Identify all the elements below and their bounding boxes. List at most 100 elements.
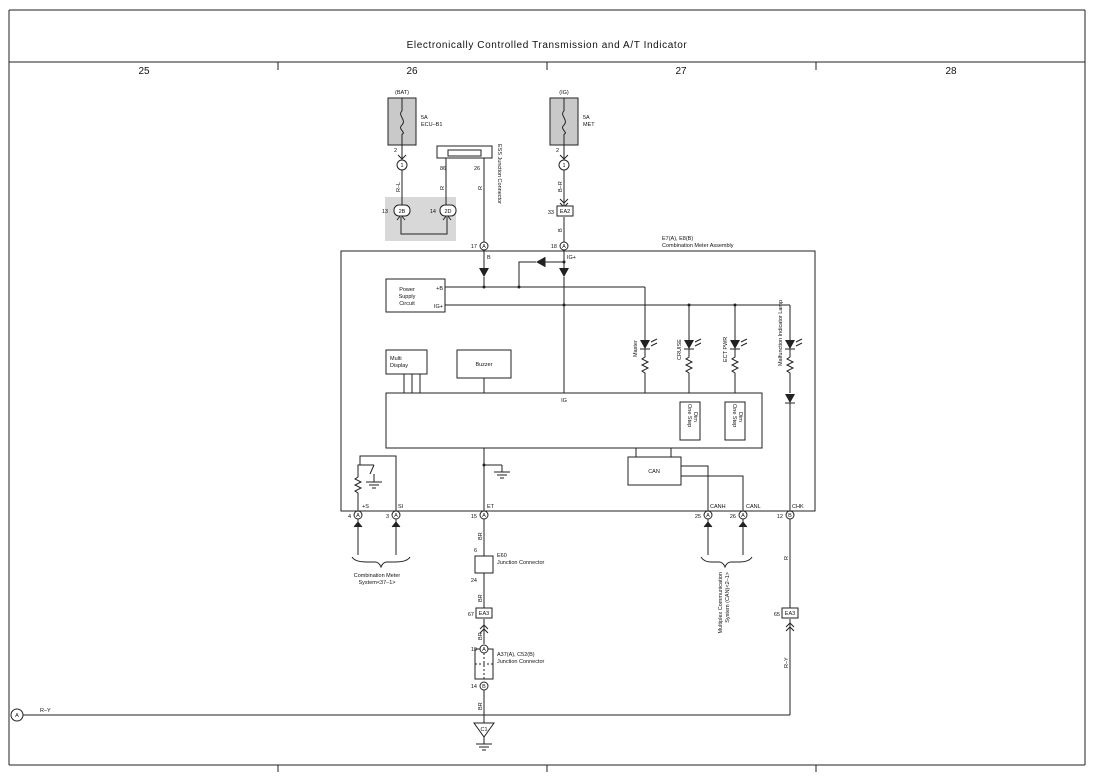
svg-text:IG: IG (561, 398, 567, 404)
wire-label-br4: BR (478, 702, 484, 710)
svg-text:ECU–B1: ECU–B1 (421, 122, 442, 128)
svg-text:14: 14 (430, 209, 436, 215)
svg-text:5A: 5A (583, 115, 590, 121)
svg-text:14: 14 (471, 684, 477, 690)
junction-a37-pin-14: 14 B (471, 681, 489, 691)
svg-text:A: A (482, 647, 486, 653)
svg-text:1: 1 (562, 163, 565, 169)
connector-ea3-right: 65 EA3 (774, 607, 799, 619)
svg-text:5A: 5A (421, 115, 428, 121)
one-step-dim-1: One Step Dim (679, 401, 701, 441)
svg-text:Supply: Supply (399, 294, 416, 300)
svg-text:MET: MET (583, 122, 595, 128)
svg-text:EA3: EA3 (785, 611, 795, 617)
meter-pin-26: 26 A (730, 510, 748, 520)
svg-text:4: 4 (348, 514, 351, 520)
power-supply-circuit: Power Supply Circuit +B IG+ (385, 278, 446, 313)
svg-text:2: 2 (556, 148, 559, 154)
left-reference-a: A R–Y (10, 708, 51, 722)
svg-text:2D: 2D (444, 209, 451, 215)
svg-text:+B: +B (436, 286, 443, 292)
svg-text:26: 26 (730, 514, 736, 520)
svg-text:R–Y: R–Y (40, 708, 51, 714)
svg-text:2: 2 (394, 148, 397, 154)
wire-label-b1: B (558, 228, 564, 232)
ess-junction-connector: 86 26 ESS Junction Connector (436, 144, 502, 204)
connector-2b: 13 2B (382, 204, 411, 217)
meter-pin-4: 4 A (348, 510, 363, 520)
wire-label-r3: R (784, 556, 790, 560)
svg-text:2B: 2B (399, 209, 406, 215)
led-master-label: Master (633, 340, 639, 357)
one-step-dim-2: One Step Dim (724, 401, 746, 441)
svg-text:3: 3 (386, 514, 389, 520)
term-canh: CANH (710, 504, 726, 510)
lower-wiring (23, 519, 795, 723)
term-chk: CHK (792, 504, 804, 510)
svg-text:Dim: Dim (692, 412, 698, 422)
combination-meter-assembly (340, 250, 816, 512)
svg-text:A: A (562, 244, 566, 250)
svg-text:C1: C1 (480, 727, 487, 733)
connector-ea2: 33 EA2 (548, 198, 574, 217)
led-ect-pwr-label: ECT PWR (723, 337, 729, 362)
svg-text:67: 67 (468, 612, 474, 618)
svg-text:Power: Power (399, 287, 415, 293)
wire-label-r2: R (478, 186, 484, 190)
led-mil-label: Malfunction Indicator Lamp (778, 300, 784, 366)
svg-text:A: A (394, 513, 398, 519)
fuse-met: (IG) 5A MET 2 1 (549, 90, 595, 171)
column-25: 25 (138, 66, 150, 77)
meter-internal-wiring (353, 250, 803, 511)
svg-text:Buzzer: Buzzer (475, 362, 492, 368)
meter-pin-b-label: B (487, 255, 491, 261)
wire-label-br-upper: B–R (558, 181, 564, 192)
column-28: 28 (945, 66, 957, 77)
svg-text:A: A (741, 513, 745, 519)
column-26: 26 (406, 66, 418, 77)
svg-text:65: 65 (774, 612, 780, 618)
meter-pin-3: 3 A (386, 510, 401, 520)
svg-text:IG+: IG+ (434, 304, 443, 310)
svg-text:A: A (15, 713, 19, 719)
can-block: CAN (627, 456, 682, 486)
column-27: 27 (675, 66, 687, 77)
svg-text:EA2: EA2 (560, 209, 570, 215)
multiplex-ref-1: Multiplex Communication (718, 572, 724, 633)
e60-pin-6: 6 (474, 548, 477, 554)
svg-text:19: 19 (471, 647, 477, 653)
svg-text:Circuit: Circuit (399, 301, 415, 307)
svg-text:15: 15 (471, 514, 477, 520)
meter-ecu-block: IG (385, 392, 763, 449)
junction-a37-pin-19: 19 A (471, 644, 489, 654)
svg-text:17: 17 (471, 244, 477, 250)
e60-name: E60 (497, 553, 507, 559)
svg-text:33: 33 (548, 210, 554, 216)
svg-text:(BAT): (BAT) (395, 90, 409, 96)
e60-label: Junction Connector (497, 560, 545, 566)
svg-text:18: 18 (551, 244, 557, 250)
svg-text:86: 86 (440, 166, 446, 172)
meter-pin-18: 18 A (551, 241, 569, 251)
svg-text:CAN: CAN (648, 469, 660, 475)
svg-text:One Step: One Step (731, 404, 737, 427)
svg-text:A: A (356, 513, 360, 519)
meter-pin-25: 25 A (695, 510, 713, 520)
connector-ea3-left: 67 EA3 (468, 607, 493, 619)
a37-name: A37(A), C52(B) (497, 652, 535, 658)
wire-label-rl: R–L (396, 182, 402, 192)
svg-text:A: A (706, 513, 710, 519)
ground-c1: C1 (473, 722, 495, 751)
multi-display: Multi Display (385, 349, 428, 375)
term-s: +S (362, 504, 369, 510)
wire-label-br1: BR (478, 532, 484, 540)
meter-label-2: Combination Meter Assembly (662, 243, 734, 249)
e60-pin-24: 24 (471, 578, 477, 584)
upper-wiring (396, 158, 565, 244)
svg-text:One Step: One Step (686, 404, 692, 427)
term-si: SI (398, 504, 404, 510)
svg-text:12: 12 (777, 514, 783, 520)
svg-text:26: 26 (474, 166, 480, 172)
term-et: ET (487, 504, 495, 510)
fuse-ecu-b1: (BAT) 5A ECU–B1 2 1 (387, 90, 442, 171)
